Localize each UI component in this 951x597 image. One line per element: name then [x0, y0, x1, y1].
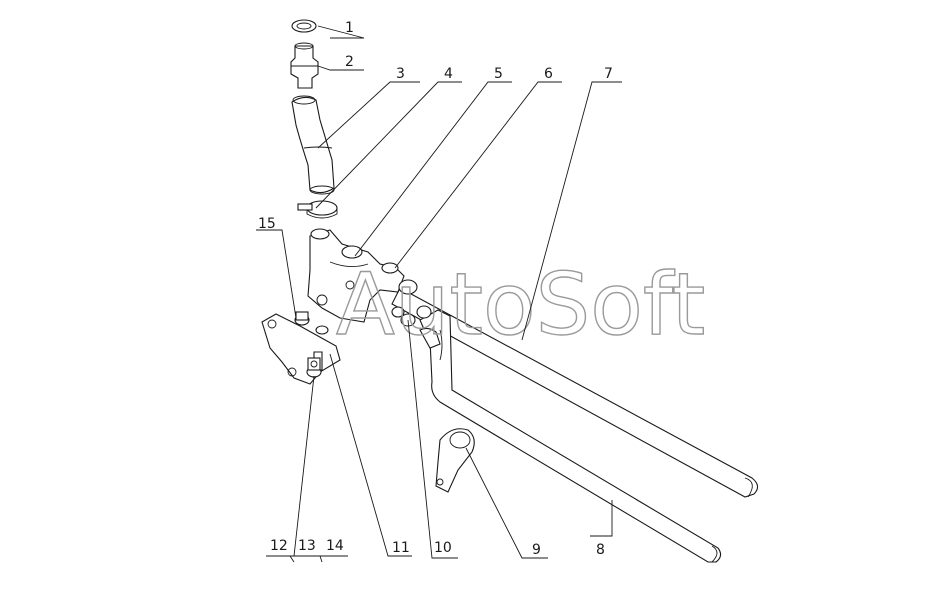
callout-4: 4 [444, 66, 453, 82]
fitting-2 [290, 42, 319, 89]
callouts: 1 2 3 4 5 6 7 8 9 10 11 12 13 14 15 [258, 20, 613, 558]
fitting-10 [391, 305, 441, 349]
callout-10: 10 [434, 540, 452, 556]
callout-3: 3 [396, 66, 405, 82]
bolts-12-13-14 [306, 357, 322, 378]
callout-15: 15 [258, 216, 276, 232]
callout-11: 11 [392, 540, 410, 556]
callout-13: 13 [298, 538, 316, 554]
leader-lines [256, 25, 622, 563]
callout-8: 8 [596, 542, 605, 558]
bolt-15 [294, 311, 329, 335]
callout-6: 6 [544, 66, 553, 82]
washer-1 [291, 19, 317, 33]
valve-housing [307, 228, 418, 323]
callout-2: 2 [345, 54, 354, 70]
clamp-9 [435, 428, 475, 493]
callout-12: 12 [270, 538, 288, 554]
callout-9: 9 [532, 542, 541, 558]
callout-14: 14 [326, 538, 344, 554]
callout-5: 5 [494, 66, 503, 82]
long-pipe-7 [391, 287, 759, 498]
callout-1: 1 [345, 20, 354, 36]
callout-7: 7 [604, 66, 613, 82]
hose-clamp-4 [297, 200, 338, 219]
watermark: AutoSoft [336, 255, 705, 355]
hose-3 [291, 95, 335, 195]
